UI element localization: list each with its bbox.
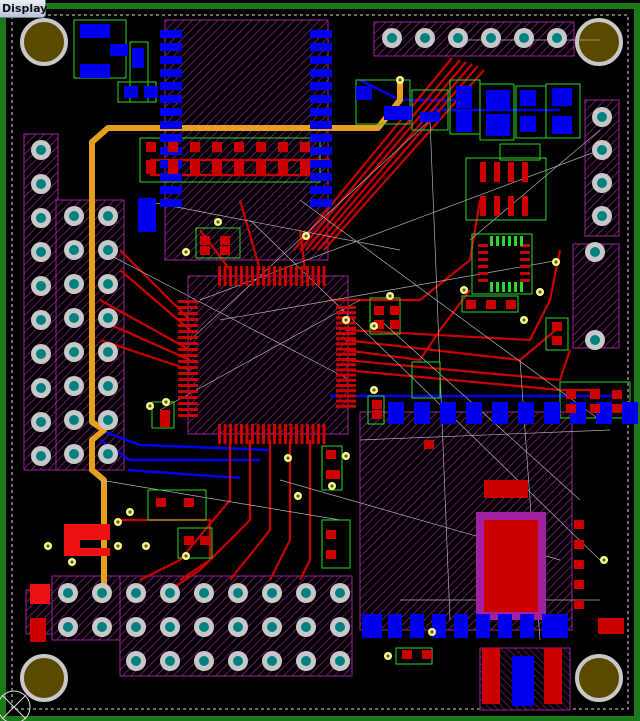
ic-pins: [146, 30, 638, 659]
display-tab[interactable]: Display: [0, 0, 47, 18]
vias: [44, 76, 608, 660]
through-hole-pads: [31, 28, 612, 671]
bottom-smd-pads: [80, 24, 572, 706]
mounting-holes: [20, 18, 623, 702]
power-tab-pad: [476, 480, 624, 704]
keepout-line: [11, 14, 629, 710]
red-connector: [30, 524, 110, 642]
crosshair-circle-icon[interactable]: [0, 690, 31, 721]
